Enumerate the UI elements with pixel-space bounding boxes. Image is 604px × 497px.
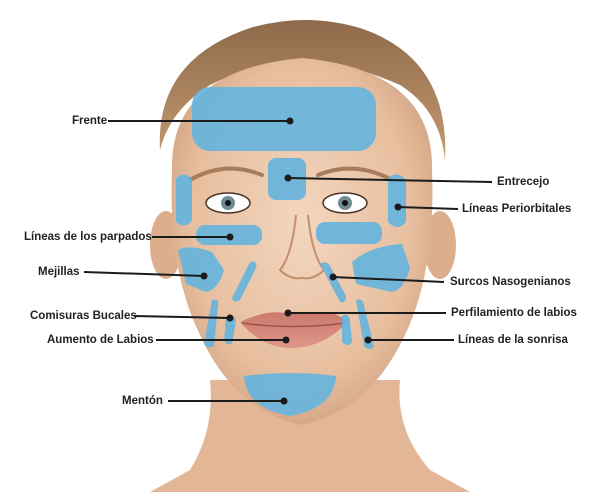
label-perfilamiento-labios: Perfilamiento de labios bbox=[451, 307, 577, 319]
patch-sonrisa-left bbox=[224, 315, 236, 345]
label-surcos-nasogenianos: Surcos Nasogenianos bbox=[450, 276, 571, 288]
label-menton: Mentón bbox=[122, 395, 163, 407]
right-ear bbox=[424, 211, 456, 279]
patch-comisura-right bbox=[356, 299, 374, 349]
nose bbox=[278, 214, 326, 280]
label-lineas-periorbitales: Líneas Periorbitales bbox=[462, 203, 572, 215]
neck bbox=[150, 380, 470, 492]
patch-sonrisa-right bbox=[342, 314, 352, 345]
patch-periorbital-right bbox=[388, 174, 406, 227]
left-eyebrow bbox=[188, 166, 264, 182]
treatment-patches bbox=[176, 87, 410, 416]
right-eyebrow bbox=[316, 166, 394, 182]
patch-surco-left bbox=[232, 261, 257, 302]
label-frente: Frente bbox=[72, 115, 108, 127]
label-comisuras-bucales: Comisuras Bucales bbox=[30, 310, 137, 322]
label-lineas-parpados: Líneas de los parpados bbox=[24, 231, 152, 243]
patch-frente bbox=[192, 87, 376, 151]
label-entrecejo: Entrecejo bbox=[497, 176, 550, 188]
label-aumento-labios: Aumento de Labios bbox=[47, 334, 154, 346]
patch-periorbital-left bbox=[176, 174, 192, 226]
label-lineas-sonrisa: Líneas de la sonrisa bbox=[458, 334, 568, 346]
patch-parpado-right bbox=[316, 222, 382, 244]
patch-menton bbox=[244, 373, 336, 416]
leader-lines bbox=[83, 117, 493, 405]
patch-comisura-left bbox=[204, 299, 219, 348]
patch-mejilla-left bbox=[178, 247, 224, 292]
patch-surco-right bbox=[320, 262, 346, 303]
label-mejillas: Mejillas bbox=[38, 266, 80, 278]
hair bbox=[159, 20, 446, 160]
